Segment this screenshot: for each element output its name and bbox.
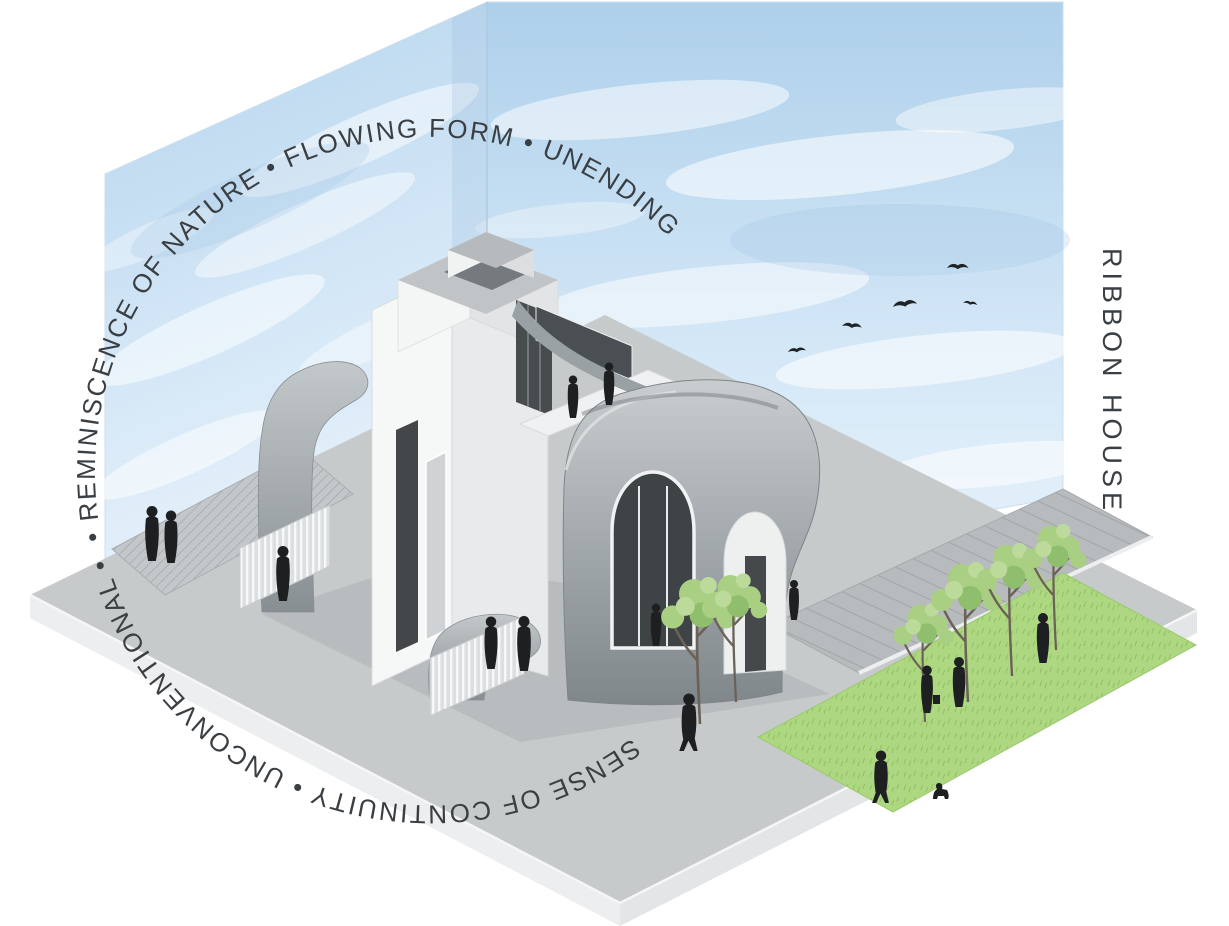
project-title: RIBBON HOUSE: [1097, 248, 1127, 515]
platform-front-left-face: [30, 595, 620, 926]
people-silhouettes: [145, 362, 1050, 803]
window-slit-dark: [396, 420, 418, 652]
shopping-bag: [933, 695, 940, 704]
penthouse: [397, 232, 559, 355]
ribbon-ridge-highlight: [564, 390, 677, 471]
window-tall-light: [425, 450, 447, 642]
lawn: [756, 572, 1198, 813]
building-illustration: [239, 232, 821, 717]
ribbon-underside-shade: [581, 392, 779, 416]
